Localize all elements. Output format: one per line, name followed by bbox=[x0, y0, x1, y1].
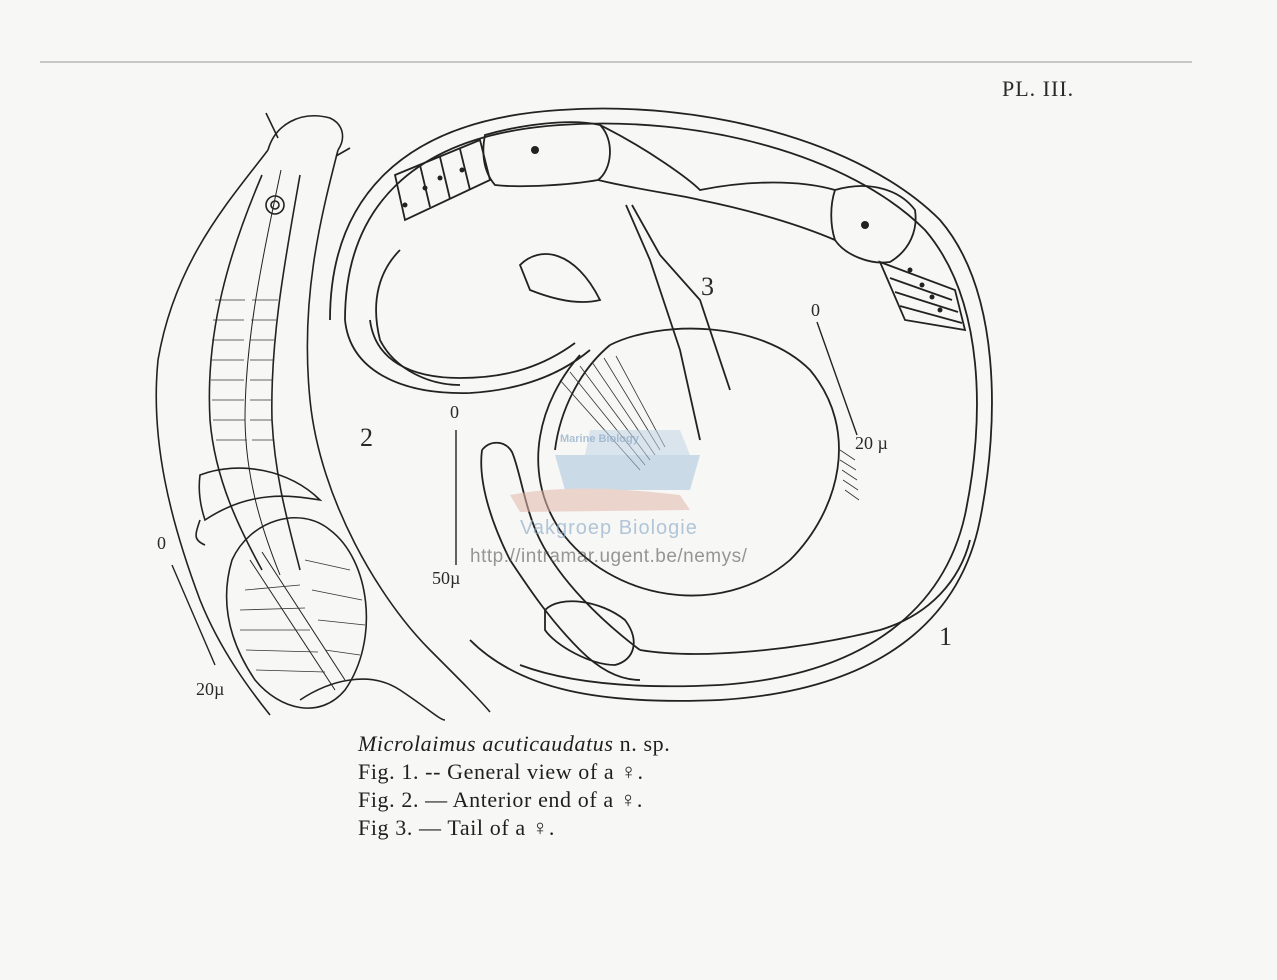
plate-label: PL. III. bbox=[1002, 76, 1075, 101]
figure-2-number: 2 bbox=[360, 423, 373, 452]
fig2-scale-bar bbox=[171, 564, 216, 666]
watermark-org: Vakgroep Biologie bbox=[520, 517, 698, 539]
caption-line-1: Fig. 1. -- General view of a ♀. bbox=[358, 759, 644, 784]
fig3-scale-value: 20 µ bbox=[855, 433, 888, 453]
figure-1-drawing bbox=[329, 107, 993, 702]
figure-1-number: 1 bbox=[939, 622, 952, 651]
watermark-url: http://intramar.ugent.be/nemys/ bbox=[470, 546, 748, 567]
fig1-scale-value: 50µ bbox=[432, 568, 461, 588]
figure-2-striations bbox=[211, 299, 366, 673]
fig2-scale-value: 20µ bbox=[196, 679, 225, 699]
species-name: Microlaimus acuticaudatus bbox=[358, 731, 614, 756]
fig3-scale-zero: 0 bbox=[811, 300, 820, 320]
watermark-brand: Marine Biology bbox=[560, 433, 639, 445]
fig3-scale-bar bbox=[816, 321, 858, 436]
figure-caption: Microlaimus acuticaudatus n. sp. Fig. 1.… bbox=[358, 730, 670, 842]
fig1-scale-zero: 0 bbox=[450, 402, 459, 422]
caption-line-2: Fig. 2. — Anterior end of a ♀. bbox=[358, 787, 644, 812]
figure-1-nuclei bbox=[402, 146, 943, 313]
figure-3-number: 3 bbox=[701, 272, 714, 301]
species-suffix: n. sp. bbox=[613, 731, 671, 756]
watermark-logo bbox=[510, 430, 700, 512]
caption-species-line: Microlaimus acuticaudatus n. sp. bbox=[358, 730, 670, 758]
caption-line-3: Fig 3. — Tail of a ♀. bbox=[358, 815, 556, 840]
fig2-scale-zero: 0 bbox=[157, 533, 166, 553]
figure-2-drawing bbox=[155, 112, 491, 721]
